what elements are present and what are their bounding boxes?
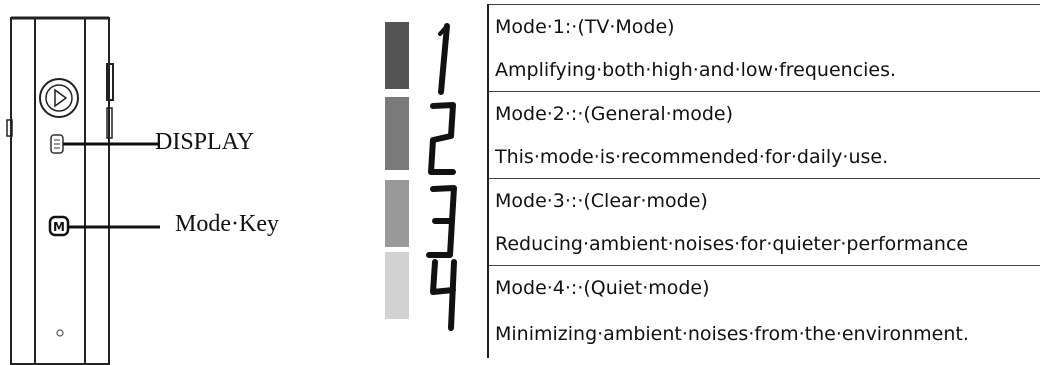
mode-4-description: Minimizing·ambient·noises·from·the·envir…	[495, 323, 969, 345]
mode-2-bar	[385, 97, 409, 170]
mode-1-title: Mode·1:·(TV·Mode)	[495, 16, 675, 38]
mode-3-block: Mode·3·:·(Clear·mode) Reducing·ambient·n…	[489, 178, 1040, 265]
mode-1-description: Amplifying·both·high·and·low·frequencies…	[495, 59, 897, 81]
mode-3-bar	[385, 180, 409, 247]
mode-4-bar	[385, 252, 409, 319]
display-label: DISPLAY	[155, 129, 255, 155]
svg-text:M: M	[53, 220, 65, 234]
mode-4-digit	[430, 259, 457, 331]
microphone-hole-icon	[56, 329, 64, 337]
mode-2-block: Mode·2·:·(General·mode) This·mode·is·rec…	[489, 91, 1040, 178]
mode-4-block: Mode·4·:·(Quiet·mode) Minimizing·ambient…	[489, 265, 1040, 358]
mode-key-label: Mode·Key	[175, 211, 279, 237]
mode-1-bar	[385, 22, 409, 89]
mode-1-digit	[438, 23, 450, 95]
mode-2-title: Mode·2·:·(General·mode)	[495, 103, 734, 125]
play-icon[interactable]	[39, 78, 79, 118]
mode-4-title: Mode·4·:·(Quiet·mode)	[495, 277, 710, 299]
display-icon	[50, 134, 64, 154]
mode-key-icon[interactable]: M	[48, 215, 70, 237]
mode-3-description: Reducing·ambient·noises·for·quieter·perf…	[495, 233, 969, 255]
mode-3-digit	[426, 185, 457, 258]
mode-2-digit	[428, 102, 456, 175]
mode-1-block: Mode·1:·(TV·Mode) Amplifying·both·high·a…	[489, 4, 1040, 91]
mode-table: Mode·1:·(TV·Mode) Amplifying·both·high·a…	[487, 4, 1040, 358]
device-side-view: M	[6, 16, 160, 365]
mode-2-description: This·mode·is·recommended·for·daily·use.	[495, 146, 889, 168]
mode-3-title: Mode·3·:·(Clear·mode)	[495, 190, 708, 212]
